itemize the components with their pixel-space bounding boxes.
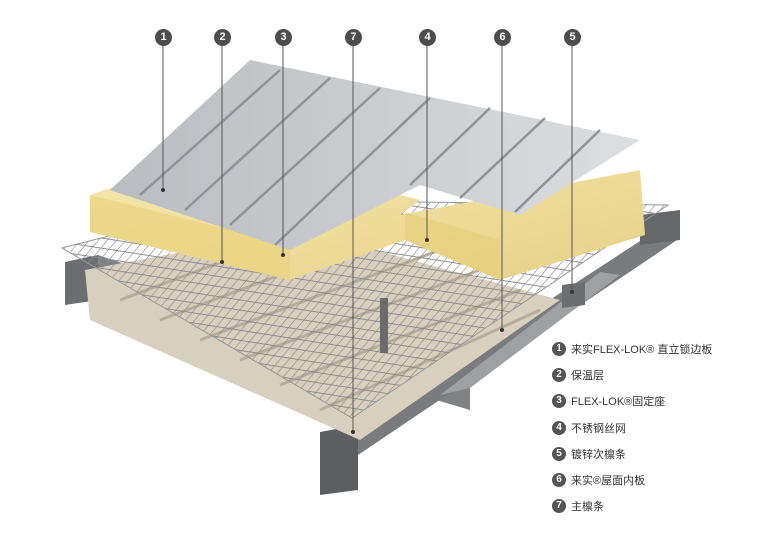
secondary-purlin-end bbox=[562, 282, 585, 308]
legend-item: 5 镀锌次檩条 bbox=[552, 445, 712, 463]
legend-label: 来实®屋面内板 bbox=[571, 474, 646, 487]
leader-dots bbox=[161, 188, 574, 434]
legend-number: 5 bbox=[552, 446, 566, 461]
callout-7: 7 bbox=[345, 29, 362, 46]
legend-item: 1 来实FLEX-LOK® 直立锁边板 bbox=[552, 340, 712, 358]
fixing-post bbox=[380, 298, 388, 353]
legend-item: 6 来实®屋面内板 bbox=[552, 471, 712, 489]
callout-5: 5 bbox=[564, 29, 581, 46]
callout-1: 1 bbox=[155, 29, 172, 46]
legend-number: 7 bbox=[552, 499, 566, 514]
legend-number: 3 bbox=[552, 394, 566, 409]
legend-item: 7 主檩条 bbox=[552, 497, 712, 515]
legend-label: 保温层 bbox=[571, 370, 604, 383]
legend-number: 4 bbox=[552, 420, 566, 435]
legend-label: 镀锌次檩条 bbox=[571, 448, 626, 461]
callout-2: 2 bbox=[214, 29, 231, 46]
callout-3: 3 bbox=[275, 29, 292, 46]
legend-item: 2 保温层 bbox=[552, 366, 712, 384]
legend-number: 2 bbox=[552, 368, 566, 383]
legend-label: 主檩条 bbox=[571, 501, 604, 514]
legend-number: 6 bbox=[552, 472, 566, 487]
callout-4: 4 bbox=[419, 29, 436, 46]
legend-label: 不锈钢丝网 bbox=[571, 422, 626, 435]
legend-item: 4 不锈钢丝网 bbox=[552, 419, 712, 437]
legend-label: 来实FLEX-LOK® 直立锁边板 bbox=[571, 344, 713, 356]
callout-6: 6 bbox=[494, 29, 511, 46]
legend-label: FLEX-LOK®固定座 bbox=[571, 396, 666, 409]
leader-lines bbox=[162, 46, 573, 432]
standing-seam-panel bbox=[110, 60, 640, 250]
legend-number: 1 bbox=[552, 342, 566, 356]
legend-item: 3 FLEX-LOK®固定座 bbox=[552, 392, 712, 410]
